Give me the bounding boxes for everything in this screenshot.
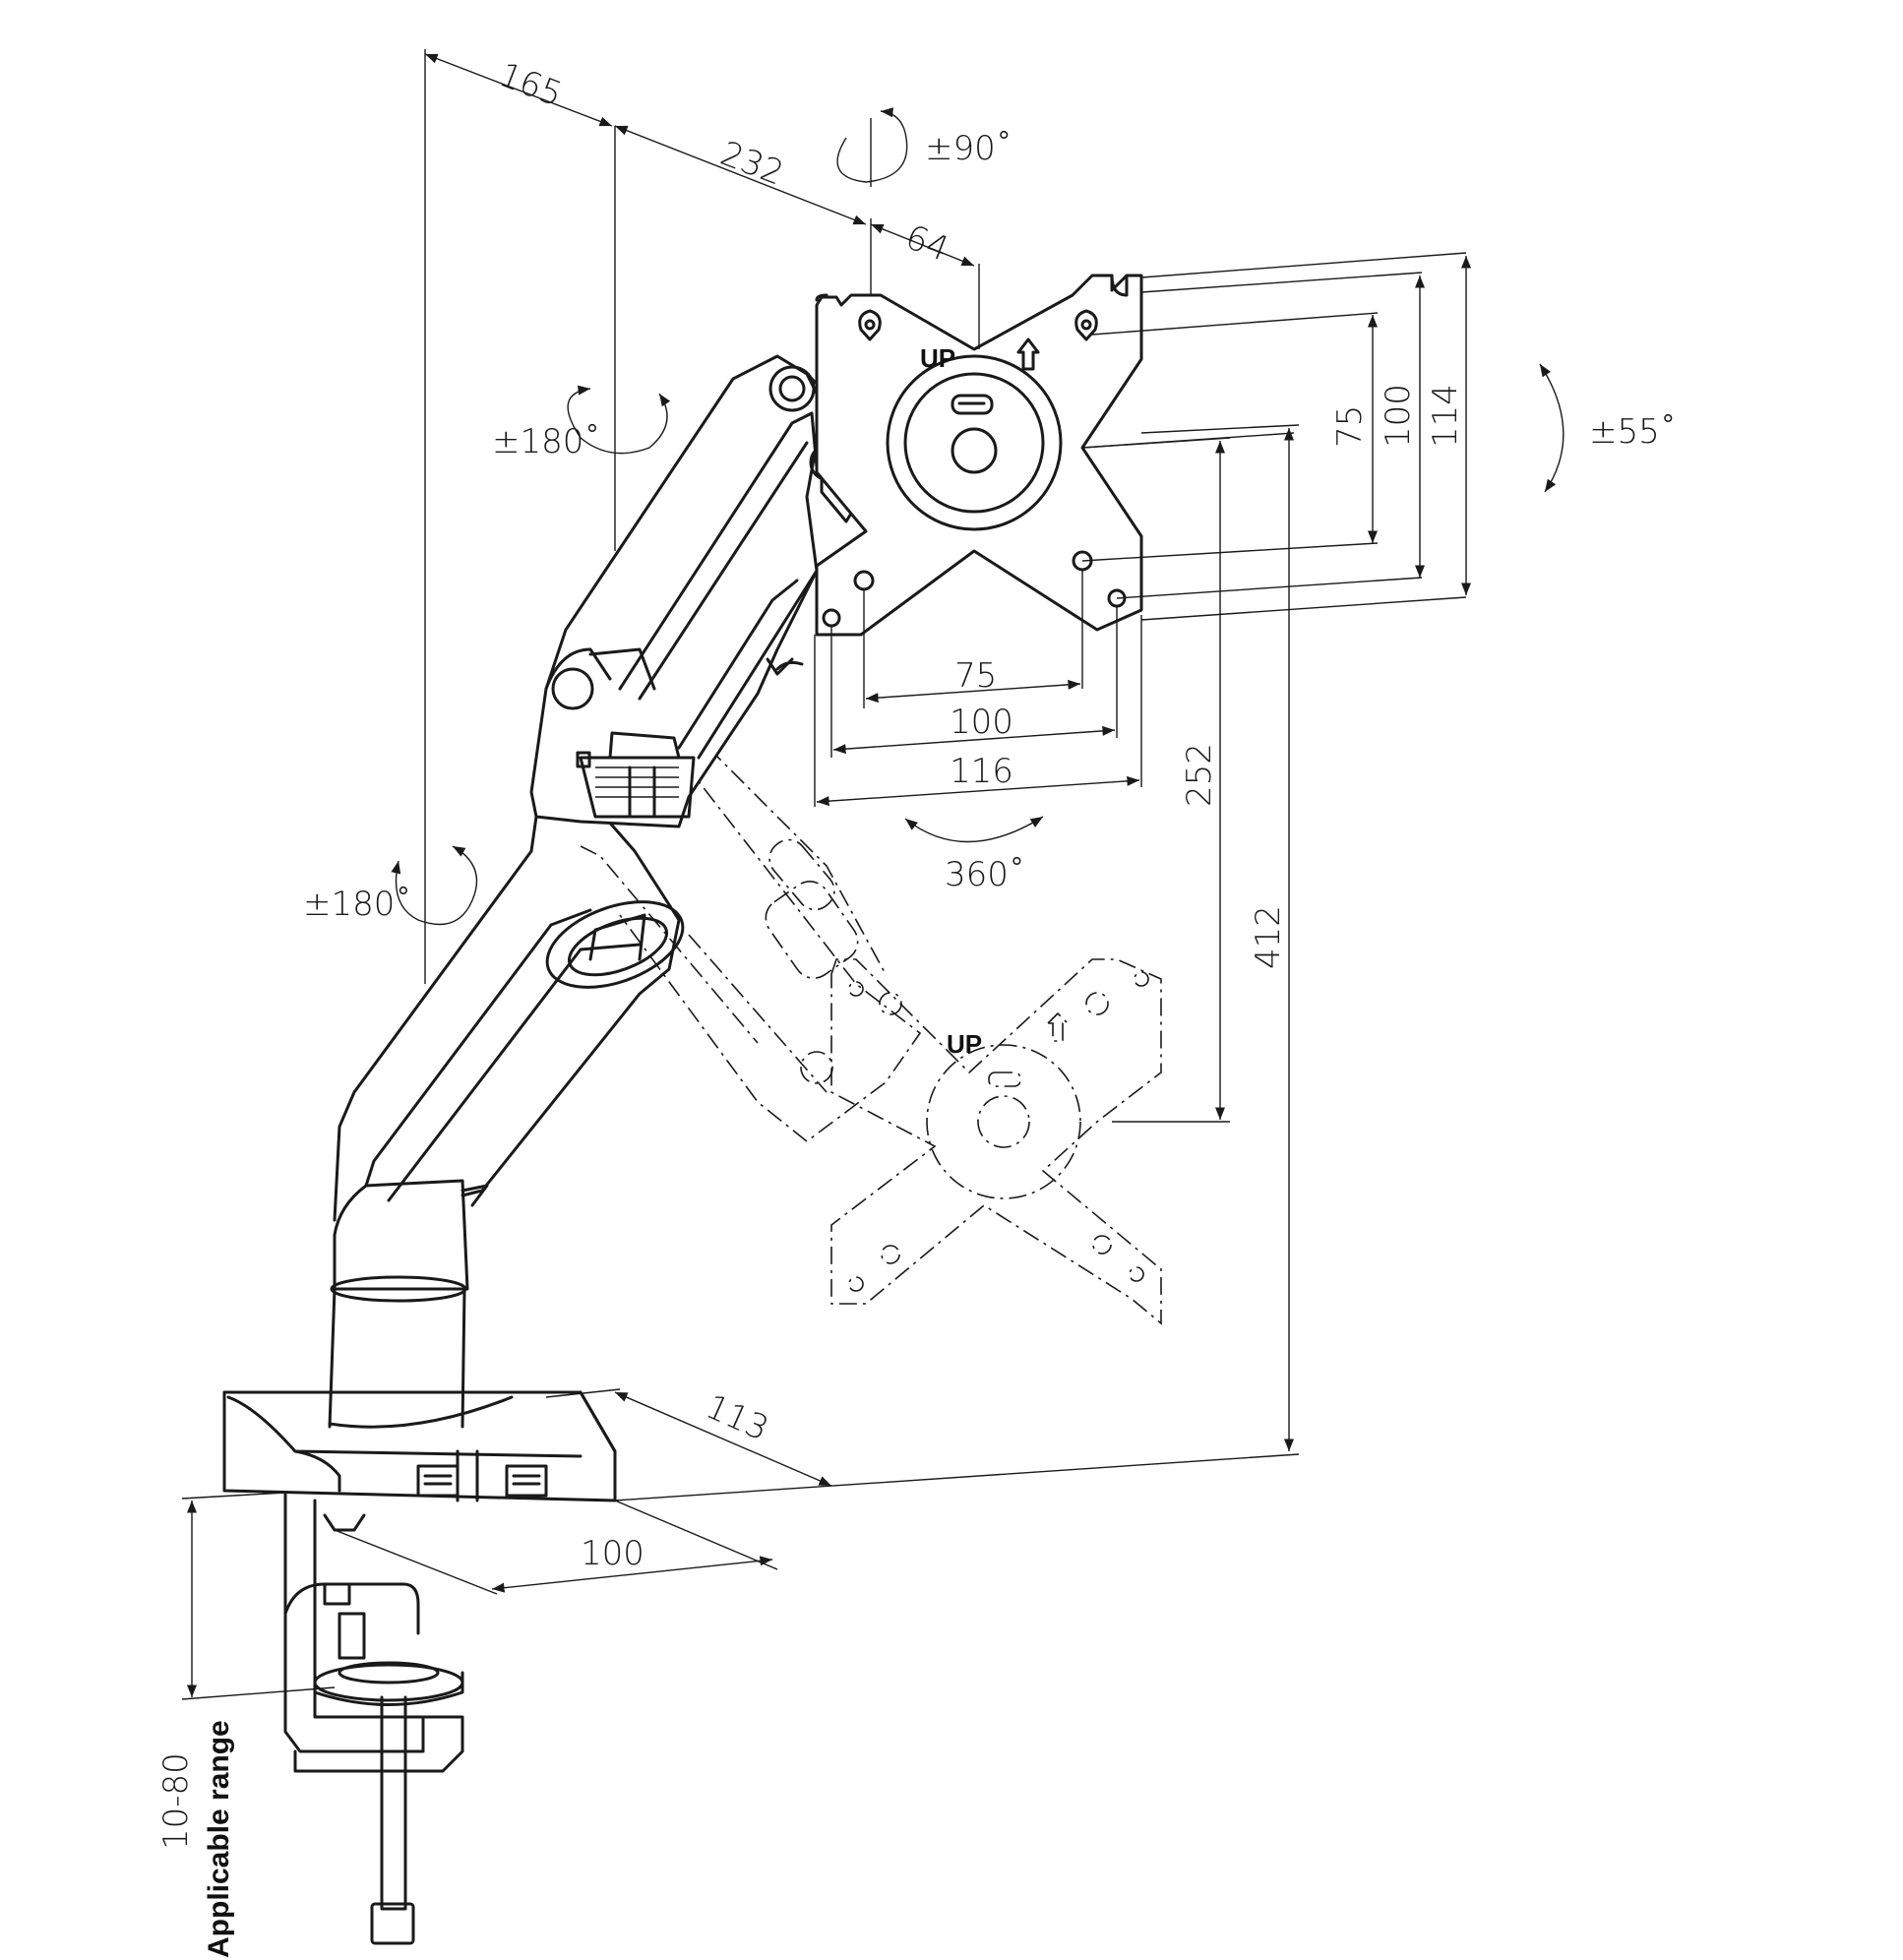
rotation-arrow-icon <box>836 107 908 183</box>
desk-clamp <box>283 1489 464 1945</box>
dim-114-vertical: 114 <box>1426 384 1465 448</box>
dim-75-horizontal: 75 <box>954 656 997 696</box>
dim-116-horizontal: 116 <box>950 752 1013 791</box>
upper-arm <box>529 354 829 828</box>
dim-232: 232 <box>715 134 789 194</box>
dim-100-horizontal: 100 <box>950 703 1013 742</box>
arm-base <box>222 1390 617 1502</box>
swivel-180-upper-label: ±180˚ <box>492 422 600 461</box>
dim-100-vertical: 100 <box>1379 384 1418 448</box>
swivel-arrow-icon <box>567 385 671 455</box>
applicable-range-label: Applicable range <box>203 1720 235 1958</box>
tilt-55-label: ±55˚ <box>1589 412 1677 452</box>
tilt-arrow-icon <box>1539 363 1565 493</box>
dimension-lines <box>181 49 1472 1700</box>
lowered-position-ghost: UP <box>580 676 1162 1325</box>
dim-165: 165 <box>494 55 568 115</box>
dimension-labels: 165 232 64 75 100 114 75 100 116 252 412… <box>156 55 1677 1958</box>
up-arrow-icon <box>1016 337 1040 371</box>
dim-10-80: 10-80 <box>156 1752 196 1850</box>
dim-252: 252 <box>1180 743 1219 807</box>
lower-plate-up-label: UP <box>947 1029 982 1059</box>
pan-arrow-icon <box>904 816 1044 843</box>
pan-360-label: 360˚ <box>945 855 1025 894</box>
dim-64: 64 <box>900 217 954 270</box>
dim-75-vertical: 75 <box>1330 405 1370 448</box>
swivel-180-lower-label: ±180˚ <box>303 885 411 924</box>
dim-412: 412 <box>1249 905 1288 969</box>
lower-arm <box>328 810 685 1429</box>
rotation-indicators <box>391 107 1565 926</box>
dim-100-base: 100 <box>581 1534 645 1573</box>
up-label: UP <box>920 343 955 373</box>
dim-113: 113 <box>700 1387 774 1449</box>
rotation-90-label: ±90˚ <box>925 129 1013 168</box>
swivel-arrow-icon <box>391 845 478 926</box>
